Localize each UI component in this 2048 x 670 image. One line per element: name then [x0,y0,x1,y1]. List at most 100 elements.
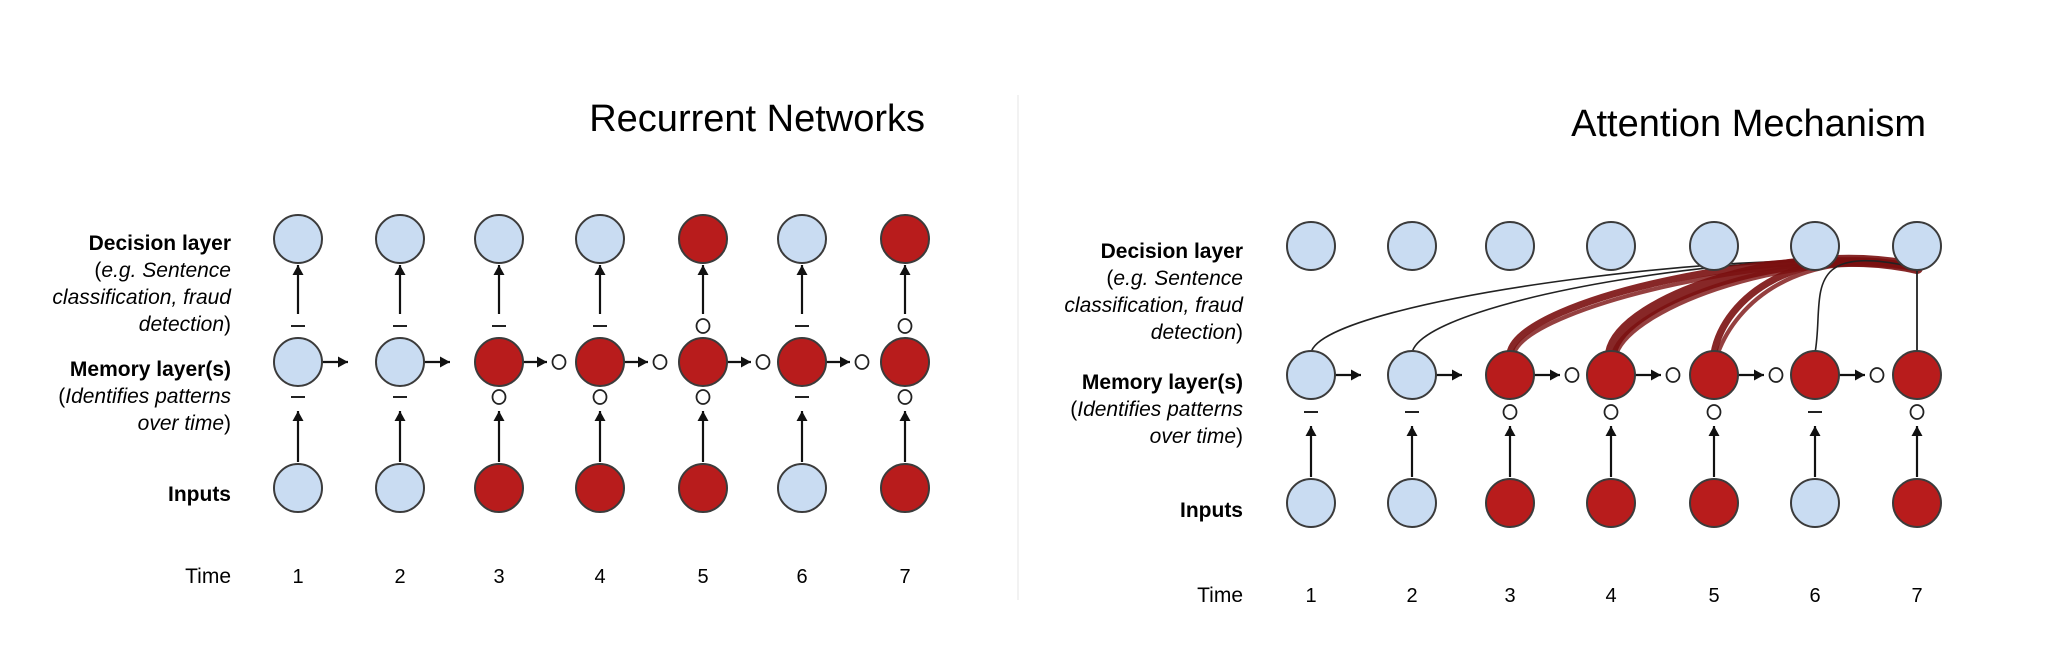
attention-arrow-input-3-head [1504,426,1516,436]
attention-memory-label: Memory layer(s) [1082,371,1243,394]
rnn-arrow-input-3-head [493,411,505,421]
attention-memory-node-3 [1485,350,1535,400]
rnn-decision-node-4 [575,214,625,264]
attention-mark-between-6-circle [1869,367,1885,383]
attention-title: Attention Mechanism [1571,103,1926,145]
attention-memory-node-1 [1286,350,1336,400]
rnn-time-3: 3 [493,566,504,588]
attention-input-node-6 [1790,478,1840,528]
attention-mark-below-4-circle [1603,404,1619,420]
rnn-memory-node-3 [474,337,524,387]
attention-time-3: 3 [1504,585,1515,607]
rnn-decision-node-7 [880,214,930,264]
attention-mark-below-3-circle [1502,404,1518,420]
attention-input-node-3 [1485,478,1535,528]
rnn-arrow-input-5-head [697,411,709,421]
attention-mark-between-3-circle [1564,367,1580,383]
rnn-mark-above-7-circle [897,318,913,334]
rnn-input-node-7 [880,463,930,513]
rnn-mark-between-6-circle [854,354,870,370]
attention-link-4-band [1611,259,1921,357]
attention-time-5: 5 [1708,585,1719,607]
attention-input-node-2 [1387,478,1437,528]
rnn-memory-node-2 [375,337,425,387]
rnn-arrow-decision-5-head [697,265,709,275]
rnn-panel-bg [40,95,1015,600]
attention-memory-node-2 [1387,350,1437,400]
rnn-arrow-decision-3-head [493,265,505,275]
rnn-arrow-mem-5-head [741,356,751,368]
rnn-arrow-mem-2-head [440,356,450,368]
rnn-memory-node-7 [880,337,930,387]
rnn-decision-label: Decision layer [89,232,231,255]
rnn-arrow-decision-7-head [899,265,911,275]
attention-memory-node-4 [1586,350,1636,400]
attention-link-5-band [1715,261,1920,356]
rnn-input-node-4 [575,463,625,513]
attention-link-6 [1814,259,1918,354]
rnn-arrow-mem-3-head [537,356,547,368]
attention-input-node-1 [1286,478,1336,528]
rnn-arrow-mem-1-head [338,356,348,368]
rnn-time-4: 4 [594,566,605,588]
rnn-panel: Recurrent Networks Decision layer (e.g. … [52,98,930,588]
rnn-arrow-decision-1-head [292,265,304,275]
rnn-input-node-6 [777,463,827,513]
attention-time-2: 2 [1406,585,1417,607]
attention-memory-node-6 [1790,350,1840,400]
rnn-arrow-input-1-head [292,411,304,421]
rnn-decision-node-2 [375,214,425,264]
rnn-arrow-input-6-head [796,411,808,421]
attention-time-7: 7 [1911,585,1922,607]
attention-arrow-input-7-head [1911,426,1923,436]
rnn-decision-sub-2: classification, fraud [52,286,232,309]
attention-decision-node-5 [1689,221,1739,271]
rnn-arrow-input-4-head [594,411,606,421]
rnn-memory-sub-1: (Identifies patterns [58,385,231,408]
attention-mark-below-5-circle [1706,404,1722,420]
rnn-arrow-input-2-head [394,411,406,421]
rnn-memory-node-4 [575,337,625,387]
attention-decision-node-7 [1892,221,1942,271]
attention-inputs-label: Inputs [1180,499,1243,522]
attention-decision-label: Decision layer [1101,240,1243,263]
attention-panel: Attention Mechanism Decision layer (e.g.… [1064,103,1942,607]
attention-memory-node-5 [1689,350,1739,400]
attention-arrow-input-2-head [1406,426,1418,436]
attention-input-node-7 [1892,478,1942,528]
rnn-arrow-mem-4-head [638,356,648,368]
rnn-arrow-mem-6-head [840,356,850,368]
rnn-mark-below-7-circle [897,389,913,405]
rnn-input-node-2 [375,463,425,513]
rnn-input-node-5 [678,463,728,513]
rnn-time-5: 5 [697,566,708,588]
rnn-inputs-label: Inputs [168,483,231,506]
rnn-title: Recurrent Networks [589,98,925,140]
attention-decision-node-6 [1790,221,1840,271]
attention-arrow-input-5-head [1708,426,1720,436]
attention-decision-sub-1: (e.g. Sentence [1106,267,1243,290]
attention-arrow-mem-2-head [1452,369,1462,381]
rnn-arrow-decision-4-head [594,265,606,275]
rnn-time-1: 1 [292,566,303,588]
rnn-decision-node-6 [777,214,827,264]
attention-link-3 [1506,257,1921,357]
attention-decision-node-3 [1485,221,1535,271]
rnn-mark-below-5-circle [695,389,711,405]
attention-decision-sub-2: classification, fraud [1064,294,1244,317]
attention-memory-sub-1: (Identifies patterns [1070,398,1243,421]
rnn-time-label: Time [185,565,231,588]
rnn-arrow-decision-6-head [796,265,808,275]
rnn-mark-between-3-circle [551,354,567,370]
rnn-mark-below-4-circle [592,389,608,405]
rnn-input-node-3 [474,463,524,513]
attention-arrow-input-1-head [1305,426,1317,436]
rnn-memory-sub-2: over time) [138,412,231,435]
rnn-mark-between-5-circle [755,354,771,370]
attention-decision-sub-3: detection) [1151,321,1243,344]
attention-input-node-4 [1586,478,1636,528]
attention-time-1: 1 [1305,585,1316,607]
